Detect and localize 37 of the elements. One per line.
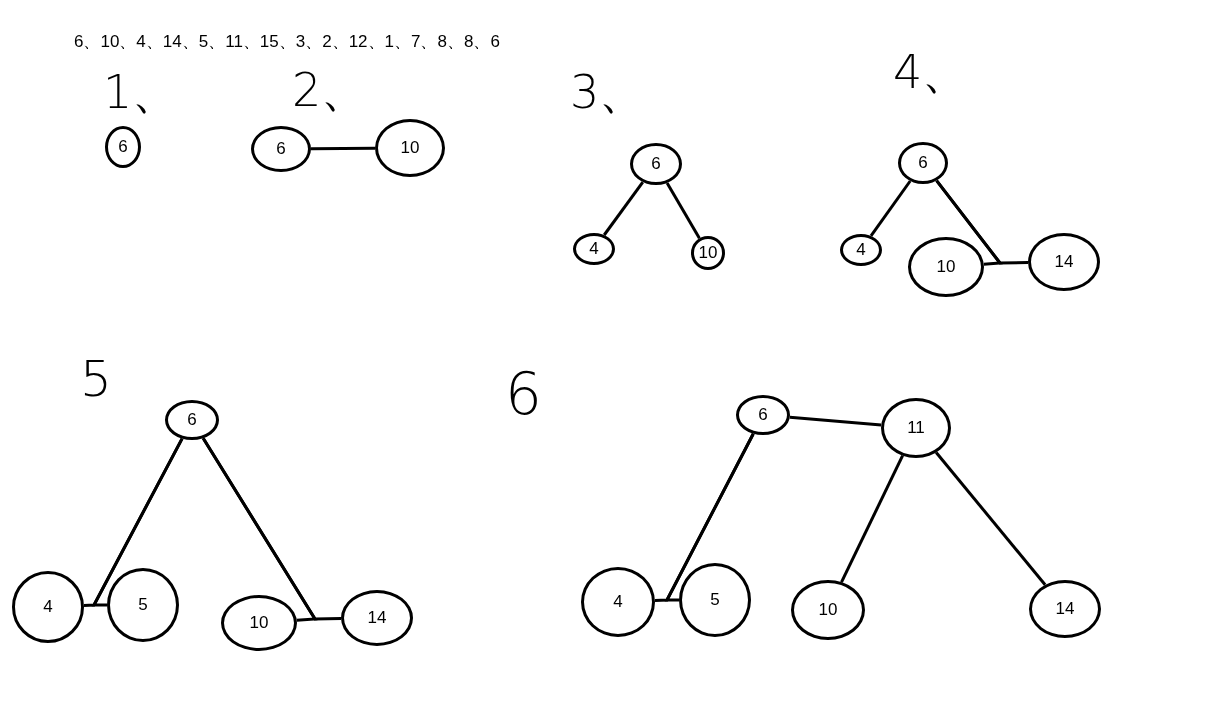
tree-node-circle: 6 (736, 395, 790, 435)
step-number: 5 (80, 350, 112, 408)
tree-node-circle: 10 (908, 237, 984, 297)
tree-node-circle: 4 (581, 567, 655, 637)
tree-node-circle: 6 (630, 143, 682, 185)
tree-node-circle: 5 (679, 563, 751, 637)
insertion-sequence: 6、10、4、14、5、11、15、3、2、12、1、7、8、8、6 (74, 31, 500, 53)
tree-node-circle: 5 (107, 568, 179, 642)
tree-node-circle: 6 (105, 126, 141, 168)
tree-node-circle: 6 (898, 142, 948, 184)
step-number: 6 (505, 360, 542, 428)
connector-line (935, 179, 1028, 265)
tree-node-circle: 14 (1028, 233, 1100, 291)
connector-line (789, 415, 882, 427)
step-number: 2、 (292, 62, 368, 119)
step-number: 4、 (893, 44, 969, 101)
connector-line (935, 451, 1047, 586)
connector-line (869, 180, 912, 237)
tree-node-circle: 11 (881, 398, 951, 458)
connector-line (201, 437, 342, 621)
step-number: 1、 (103, 64, 179, 121)
tree-node-circle: 14 (1029, 580, 1101, 638)
tree-node-circle: 6 (251, 126, 311, 172)
connector-line (840, 455, 904, 583)
tree-node-circle: 10 (791, 580, 865, 640)
tree-node-circle: 10 (375, 119, 445, 177)
connector-line (665, 182, 701, 240)
connector-line (603, 181, 644, 236)
step-number: 3、 (570, 64, 646, 121)
tree-node-circle: 14 (341, 590, 413, 646)
tree-node-circle: 4 (573, 233, 615, 265)
tree-node-circle: 10 (221, 595, 297, 651)
tree-node-circle: 6 (165, 400, 219, 440)
tree-node-circle: 4 (840, 234, 882, 266)
tree-node-circle: 4 (12, 571, 84, 643)
tree-node-circle: 10 (691, 236, 725, 270)
connector-line (311, 146, 375, 151)
